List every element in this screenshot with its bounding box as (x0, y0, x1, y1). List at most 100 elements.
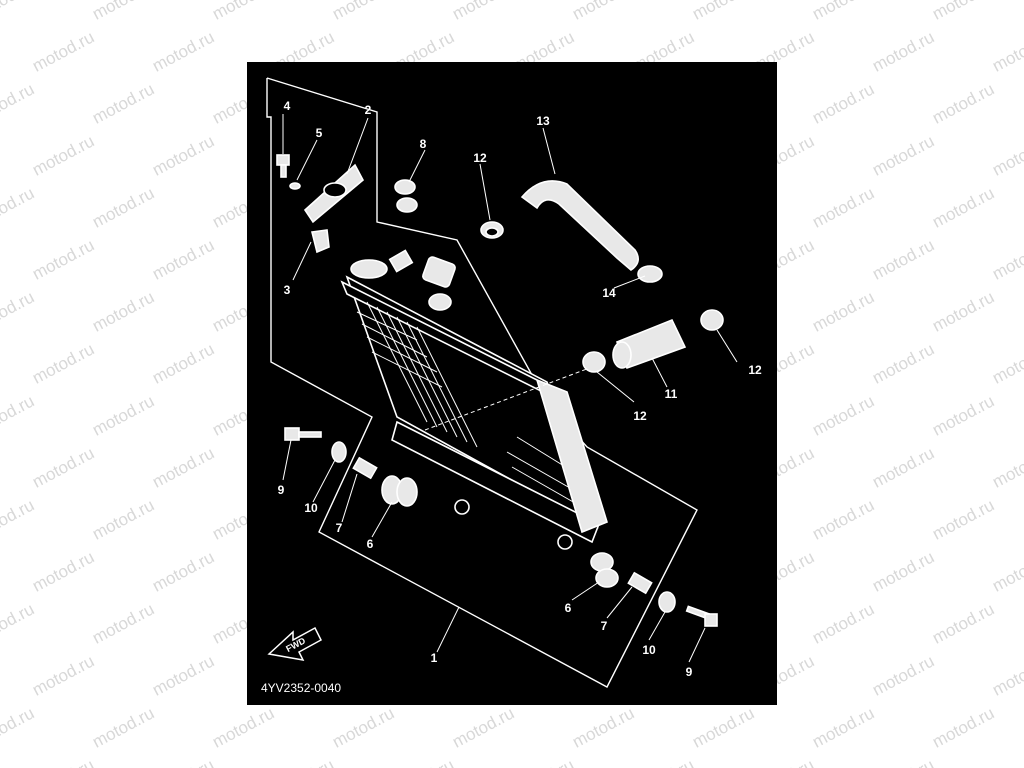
watermark-text: motod.ru (149, 443, 218, 492)
watermark-text: motod.ru (689, 703, 758, 752)
callout-12-upper: 12 (473, 151, 487, 165)
watermark-text: motod.ru (329, 0, 398, 25)
watermark-text: motod.ru (989, 651, 1024, 700)
watermark-text: motod.ru (449, 703, 518, 752)
callout-11: 11 (665, 387, 678, 401)
watermark-text: motod.ru (0, 703, 38, 752)
watermark-text: motod.ru (89, 495, 158, 544)
fwd-arrow: FWD (267, 626, 322, 661)
watermark-text: motod.ru (869, 27, 938, 76)
watermark-text: motod.ru (389, 755, 458, 768)
watermark-text: motod.ru (29, 131, 98, 180)
callout-9-right: 9 (686, 665, 693, 679)
watermark-text: motod.ru (929, 391, 998, 440)
watermark-text: motod.ru (689, 0, 758, 25)
assembly-boundary-line (266, 77, 698, 688)
part-2-bracket (303, 163, 365, 224)
part-10-washer-left (331, 441, 347, 463)
callout-6-right: 6 (565, 601, 572, 615)
watermark-text: motod.ru (929, 599, 998, 648)
watermark-text: motod.ru (809, 287, 878, 336)
watermark-text: motod.ru (149, 235, 218, 284)
watermark-text: motod.ru (869, 339, 938, 388)
callout-10-right: 10 (642, 643, 656, 657)
hose-routing-dashed (424, 366, 593, 431)
callout-6-left: 6 (367, 537, 374, 551)
watermark-text: motod.ru (29, 547, 98, 596)
watermark-text: motod.ru (929, 495, 998, 544)
watermark-text: motod.ru (869, 755, 938, 768)
watermark-text: motod.ru (0, 0, 38, 25)
watermark-text: motod.ru (0, 495, 38, 544)
callout-1: 1 (431, 651, 438, 665)
part-4-bolt (276, 154, 290, 178)
callout-4: 4 (284, 99, 291, 113)
watermark-text: motod.ru (29, 235, 98, 284)
part-12-clamp-right (700, 309, 724, 331)
watermark-text: motod.ru (89, 391, 158, 440)
watermark-text: motod.ru (0, 599, 38, 648)
watermark-text: motod.ru (89, 0, 158, 25)
watermark-text: motod.ru (929, 287, 998, 336)
drawing-code: 4YV2352-0040 (261, 681, 341, 695)
watermark-text: motod.ru (149, 547, 218, 596)
part-11-hose (612, 318, 687, 370)
part-6-grommet-right (590, 552, 619, 588)
watermark-text: motod.ru (149, 27, 218, 76)
part-7-collar-left (352, 456, 378, 480)
watermark-text: motod.ru (149, 131, 218, 180)
watermark-text: motod.ru (0, 183, 38, 232)
part-6-grommet-left (381, 475, 418, 507)
part-7-collar-right (627, 571, 653, 595)
callout-2: 2 (365, 103, 372, 117)
part-8-grommet (394, 179, 418, 213)
watermark-text: motod.ru (869, 131, 938, 180)
watermark-text: motod.ru (989, 27, 1024, 76)
callout-12-middle: 12 (633, 409, 647, 423)
watermark-text: motod.ru (989, 235, 1024, 284)
watermark-text: motod.ru (629, 755, 698, 768)
watermark-text: motod.ru (0, 79, 38, 128)
callout-3: 3 (284, 283, 291, 297)
parts-diagram-panel: 4 5 2 3 8 12 13 14 12 11 12 9 10 7 6 6 7… (247, 62, 777, 705)
callout-5: 5 (316, 126, 323, 140)
watermark-text: motod.ru (29, 27, 98, 76)
part-5-washer (289, 182, 301, 190)
callout-8: 8 (420, 137, 427, 151)
watermark-text: motod.ru (29, 651, 98, 700)
watermark-text: motod.ru (809, 703, 878, 752)
part-13-hose (520, 180, 639, 272)
watermark-text: motod.ru (29, 443, 98, 492)
watermark-text: motod.ru (809, 183, 878, 232)
callout-10-left: 10 (304, 501, 318, 515)
radiator-exploded-diagram: 4 5 2 3 8 12 13 14 12 11 12 9 10 7 6 6 7… (261, 77, 762, 695)
leader-lines (282, 114, 738, 663)
watermark-text: motod.ru (89, 599, 158, 648)
watermark-text: motod.ru (209, 0, 278, 25)
watermark-text: motod.ru (569, 703, 638, 752)
watermark-text: motod.ru (0, 391, 38, 440)
watermark-text: motod.ru (809, 79, 878, 128)
watermark-text: motod.ru (149, 651, 218, 700)
watermark-text: motod.ru (989, 547, 1024, 596)
watermark-text: motod.ru (269, 755, 338, 768)
watermark-text: motod.ru (149, 339, 218, 388)
watermark-text: motod.ru (449, 0, 518, 25)
watermark-text: motod.ru (989, 339, 1024, 388)
callout-13: 13 (536, 114, 550, 128)
watermark-text: motod.ru (809, 495, 878, 544)
watermark-text: motod.ru (0, 287, 38, 336)
watermark-text: motod.ru (929, 183, 998, 232)
watermark-text: motod.ru (869, 651, 938, 700)
callout-7-right: 7 (601, 619, 608, 633)
watermark-text: motod.ru (89, 703, 158, 752)
watermark-text: motod.ru (869, 443, 938, 492)
watermark-text: motod.ru (89, 79, 158, 128)
part-14-clamp (637, 265, 663, 283)
radiator-core (340, 249, 608, 550)
callout-14: 14 (602, 286, 616, 300)
watermark-text: motod.ru (569, 0, 638, 25)
watermark-text: motod.ru (809, 0, 878, 25)
watermark-text: motod.ru (989, 755, 1024, 768)
part-10-washer-right (658, 591, 676, 613)
